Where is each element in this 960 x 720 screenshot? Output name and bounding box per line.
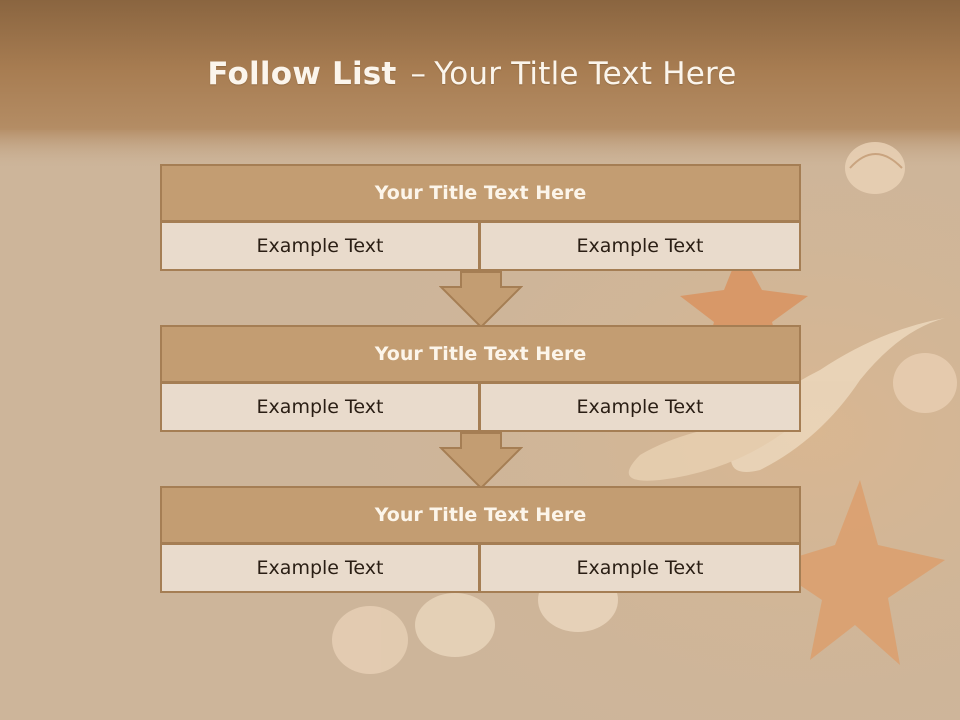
step-text-right: Example Text [479, 221, 801, 271]
step-text-right: Example Text [479, 382, 801, 432]
step-text-right: Example Text [479, 543, 801, 593]
title-separator: – [410, 56, 427, 92]
step-text-left: Example Text [160, 543, 480, 593]
step-title: Your Title Text Here [160, 164, 801, 222]
page-title: Follow List–Your Title Text Here [0, 56, 944, 92]
seashell-icon [845, 142, 905, 194]
spiral-shell-icon [628, 318, 945, 481]
step-title: Your Title Text Here [160, 325, 801, 383]
seashell-icon [893, 353, 957, 413]
title-bold: Follow List [207, 56, 397, 92]
title-rest: Your Title Text Here [434, 56, 737, 92]
step-box: Your Title Text Here Example Text Exampl… [160, 325, 801, 432]
step-box: Your Title Text Here Example Text Exampl… [160, 164, 801, 271]
down-arrow-icon [439, 432, 523, 490]
down-arrow-icon [439, 271, 523, 329]
step-text-left: Example Text [160, 382, 480, 432]
step-title: Your Title Text Here [160, 486, 801, 544]
step-text-left: Example Text [160, 221, 480, 271]
step-box: Your Title Text Here Example Text Exampl… [160, 486, 801, 593]
starfish-icon [770, 480, 945, 665]
